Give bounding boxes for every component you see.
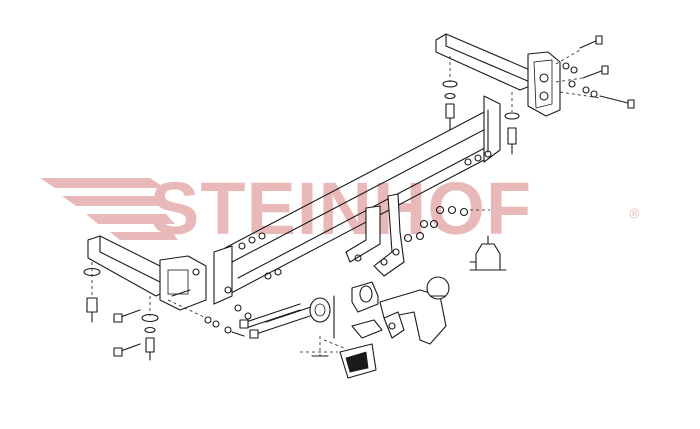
steinhof-watermark: STEINHOF ® <box>40 167 641 250</box>
left-side-arm <box>87 235 207 311</box>
brand-wordmark: STEINHOF <box>150 167 532 250</box>
center-mounting-bracket <box>345 193 405 277</box>
bolt-group-top-right <box>555 35 635 109</box>
right-side-arm <box>435 33 561 117</box>
main-cross-beam <box>213 95 501 305</box>
logo-swoosh-icon <box>40 178 178 240</box>
vertical-bolts-left <box>83 262 159 361</box>
spacer-blocks <box>309 281 383 339</box>
electrical-socket <box>469 235 507 271</box>
center-bottom-bolts <box>311 295 335 357</box>
bolt-group-left <box>113 286 252 357</box>
registered-mark: ® <box>628 207 641 222</box>
socket-plate <box>300 339 377 379</box>
tow-ball-assembly <box>379 276 450 345</box>
nut-cluster-center <box>403 150 492 243</box>
vertical-bolts-right <box>442 56 520 155</box>
